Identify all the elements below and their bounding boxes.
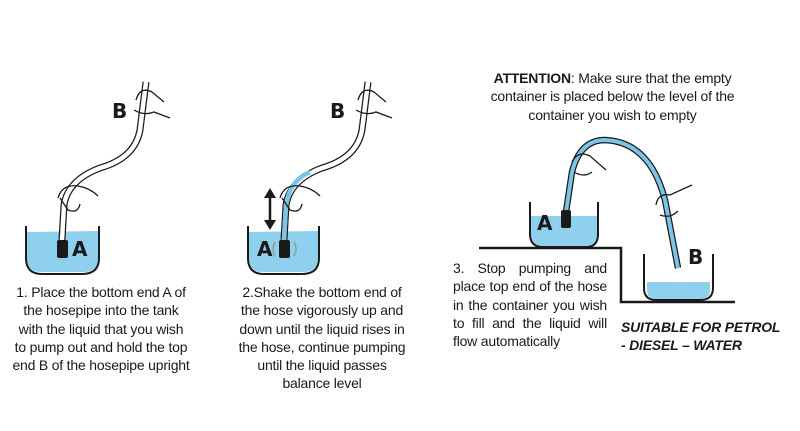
- attention-text: : Make sure that the empty container is …: [490, 70, 735, 123]
- panel-1-illustration: A B: [25, 81, 171, 275]
- container-b: [643, 254, 714, 301]
- container-a: [529, 202, 599, 248]
- container: [247, 226, 320, 275]
- suitable-for: SUITABLE FOR PETROL - DIESEL – WATER: [621, 318, 780, 355]
- label-a-icon: A: [72, 237, 88, 261]
- step-3-text: 3. Stop pumping and place top end of the…: [453, 260, 607, 350]
- hose-end-a: [57, 240, 68, 258]
- water-a: [531, 216, 597, 246]
- attention-heading: ATTENTION: [493, 70, 571, 86]
- suitable-line-1: SUITABLE FOR PETROL: [621, 319, 781, 335]
- water-b: [647, 282, 710, 299]
- up-down-arrow-icon: [264, 188, 276, 230]
- spray-icon: [671, 269, 687, 283]
- hand-icon: [57, 89, 171, 212]
- label-a-icon: A: [537, 211, 553, 235]
- step-1-text: 1. Place the bottom end A of the hosepip…: [12, 284, 190, 374]
- hose: [58, 81, 150, 241]
- suitable-line-2: - DIESEL – WATER: [621, 337, 742, 354]
- panel-3-illustration: A B: [479, 136, 735, 304]
- attention-note: ATTENTION: Make sure that the empty cont…: [480, 69, 745, 124]
- vibration-icon: [272, 241, 297, 257]
- hand-icon: [279, 89, 393, 212]
- step-2-text: 2.Shake the bottom end of the hose vigor…: [238, 284, 406, 392]
- label-b-icon: B: [688, 245, 703, 269]
- label-a-icon: A: [257, 237, 273, 261]
- container: [25, 226, 100, 275]
- panel-2-illustration: A B: [247, 81, 393, 275]
- label-b-icon: B: [112, 99, 127, 123]
- hand-icon: [571, 153, 693, 217]
- label-b-icon: B: [330, 99, 345, 123]
